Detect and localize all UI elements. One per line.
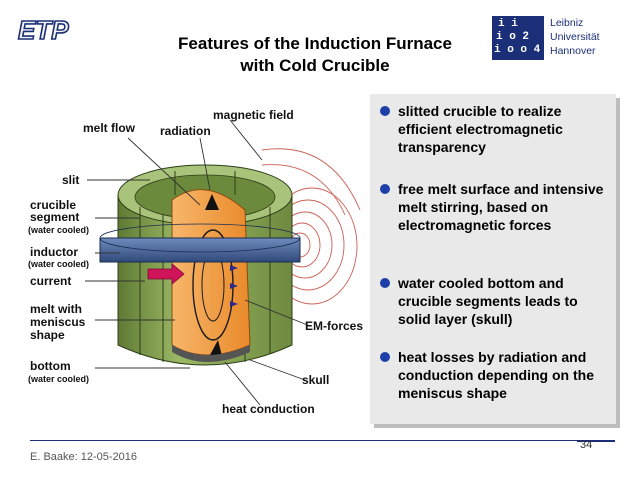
label-magnetic-field: magnetic field (213, 108, 294, 122)
bullet-dot-icon (380, 278, 390, 288)
bullet-item: water cooled bottom and crucible segment… (380, 274, 612, 328)
label-bottom-sub: (water cooled) (28, 374, 90, 384)
label-melt-3: shape (30, 328, 65, 342)
university-logo: i i i o 2 i o o 4 Leibniz Universität Ha… (492, 16, 612, 60)
label-melt-1: melt with (30, 302, 83, 316)
inductor-ring (99, 223, 301, 285)
label-crucible-sub: (water cooled) (28, 225, 90, 235)
label-heat-conduction: heat conduction (222, 402, 315, 416)
label-slit: slit (62, 173, 80, 187)
emblem-glyph-row1: i i (498, 18, 518, 30)
label-crucible-1: crucible (30, 198, 77, 212)
university-name-line3: Hannover (550, 45, 596, 57)
footer-rule-accent (577, 440, 615, 442)
university-name-line1: Leibniz (550, 17, 584, 29)
bullet-item: heat losses by radiation and conduction … (380, 348, 612, 402)
feature-bullets-panel: slitted crucible to realize efficient el… (370, 94, 616, 424)
current-arrow (147, 263, 185, 285)
title-line-2: with Cold Crucible (240, 56, 390, 75)
label-melt-2: meniscus (30, 315, 86, 329)
emblem-glyph-row3: i o o 4 (494, 44, 541, 56)
label-radiation: radiation (160, 124, 211, 138)
page-title: Features of the Induction Furnace with C… (120, 33, 510, 77)
page-number: 34 (580, 439, 593, 451)
title-line-1: Features of the Induction Furnace (178, 34, 452, 53)
molten-melt (171, 189, 251, 356)
label-current: current (30, 274, 72, 288)
label-skull: skull (302, 373, 330, 387)
university-emblem: i i i o 2 i o o 4 (492, 16, 544, 60)
university-name-line2: Universität (550, 31, 600, 43)
etp-logo: ETP (16, 14, 88, 48)
bullet-text: slitted crucible to realize efficient el… (398, 103, 563, 155)
leader-lines (85, 119, 311, 406)
emblem-glyph-row2: i o 2 (496, 31, 530, 43)
label-inductor: inductor (30, 245, 78, 259)
footer-rule (30, 440, 615, 441)
bullet-dot-icon (380, 106, 390, 116)
skull-layer (172, 345, 250, 362)
label-crucible-2: segment (30, 210, 80, 224)
label-em-forces: EM-forces (305, 319, 364, 333)
label-inductor-sub: (water cooled) (28, 259, 90, 269)
bullet-item: free melt surface and intensive melt sti… (380, 180, 612, 234)
bullet-item: slitted crucible to realize efficient el… (380, 102, 612, 156)
bullet-text: water cooled bottom and crucible segment… (398, 275, 578, 327)
bullet-dot-icon (380, 352, 390, 362)
label-melt-flow: melt flow (83, 121, 136, 135)
etp-logo-text: ETP (17, 14, 69, 46)
bullet-dot-icon (380, 184, 390, 194)
university-name: Leibniz Universität Hannover (550, 16, 600, 58)
label-bottom: bottom (30, 359, 71, 373)
bullet-text: heat losses by radiation and conduction … (398, 349, 594, 401)
footer-author-date: E. Baake: 12-05-2016 (30, 451, 138, 463)
bullet-text: free melt surface and intensive melt sti… (398, 181, 604, 233)
